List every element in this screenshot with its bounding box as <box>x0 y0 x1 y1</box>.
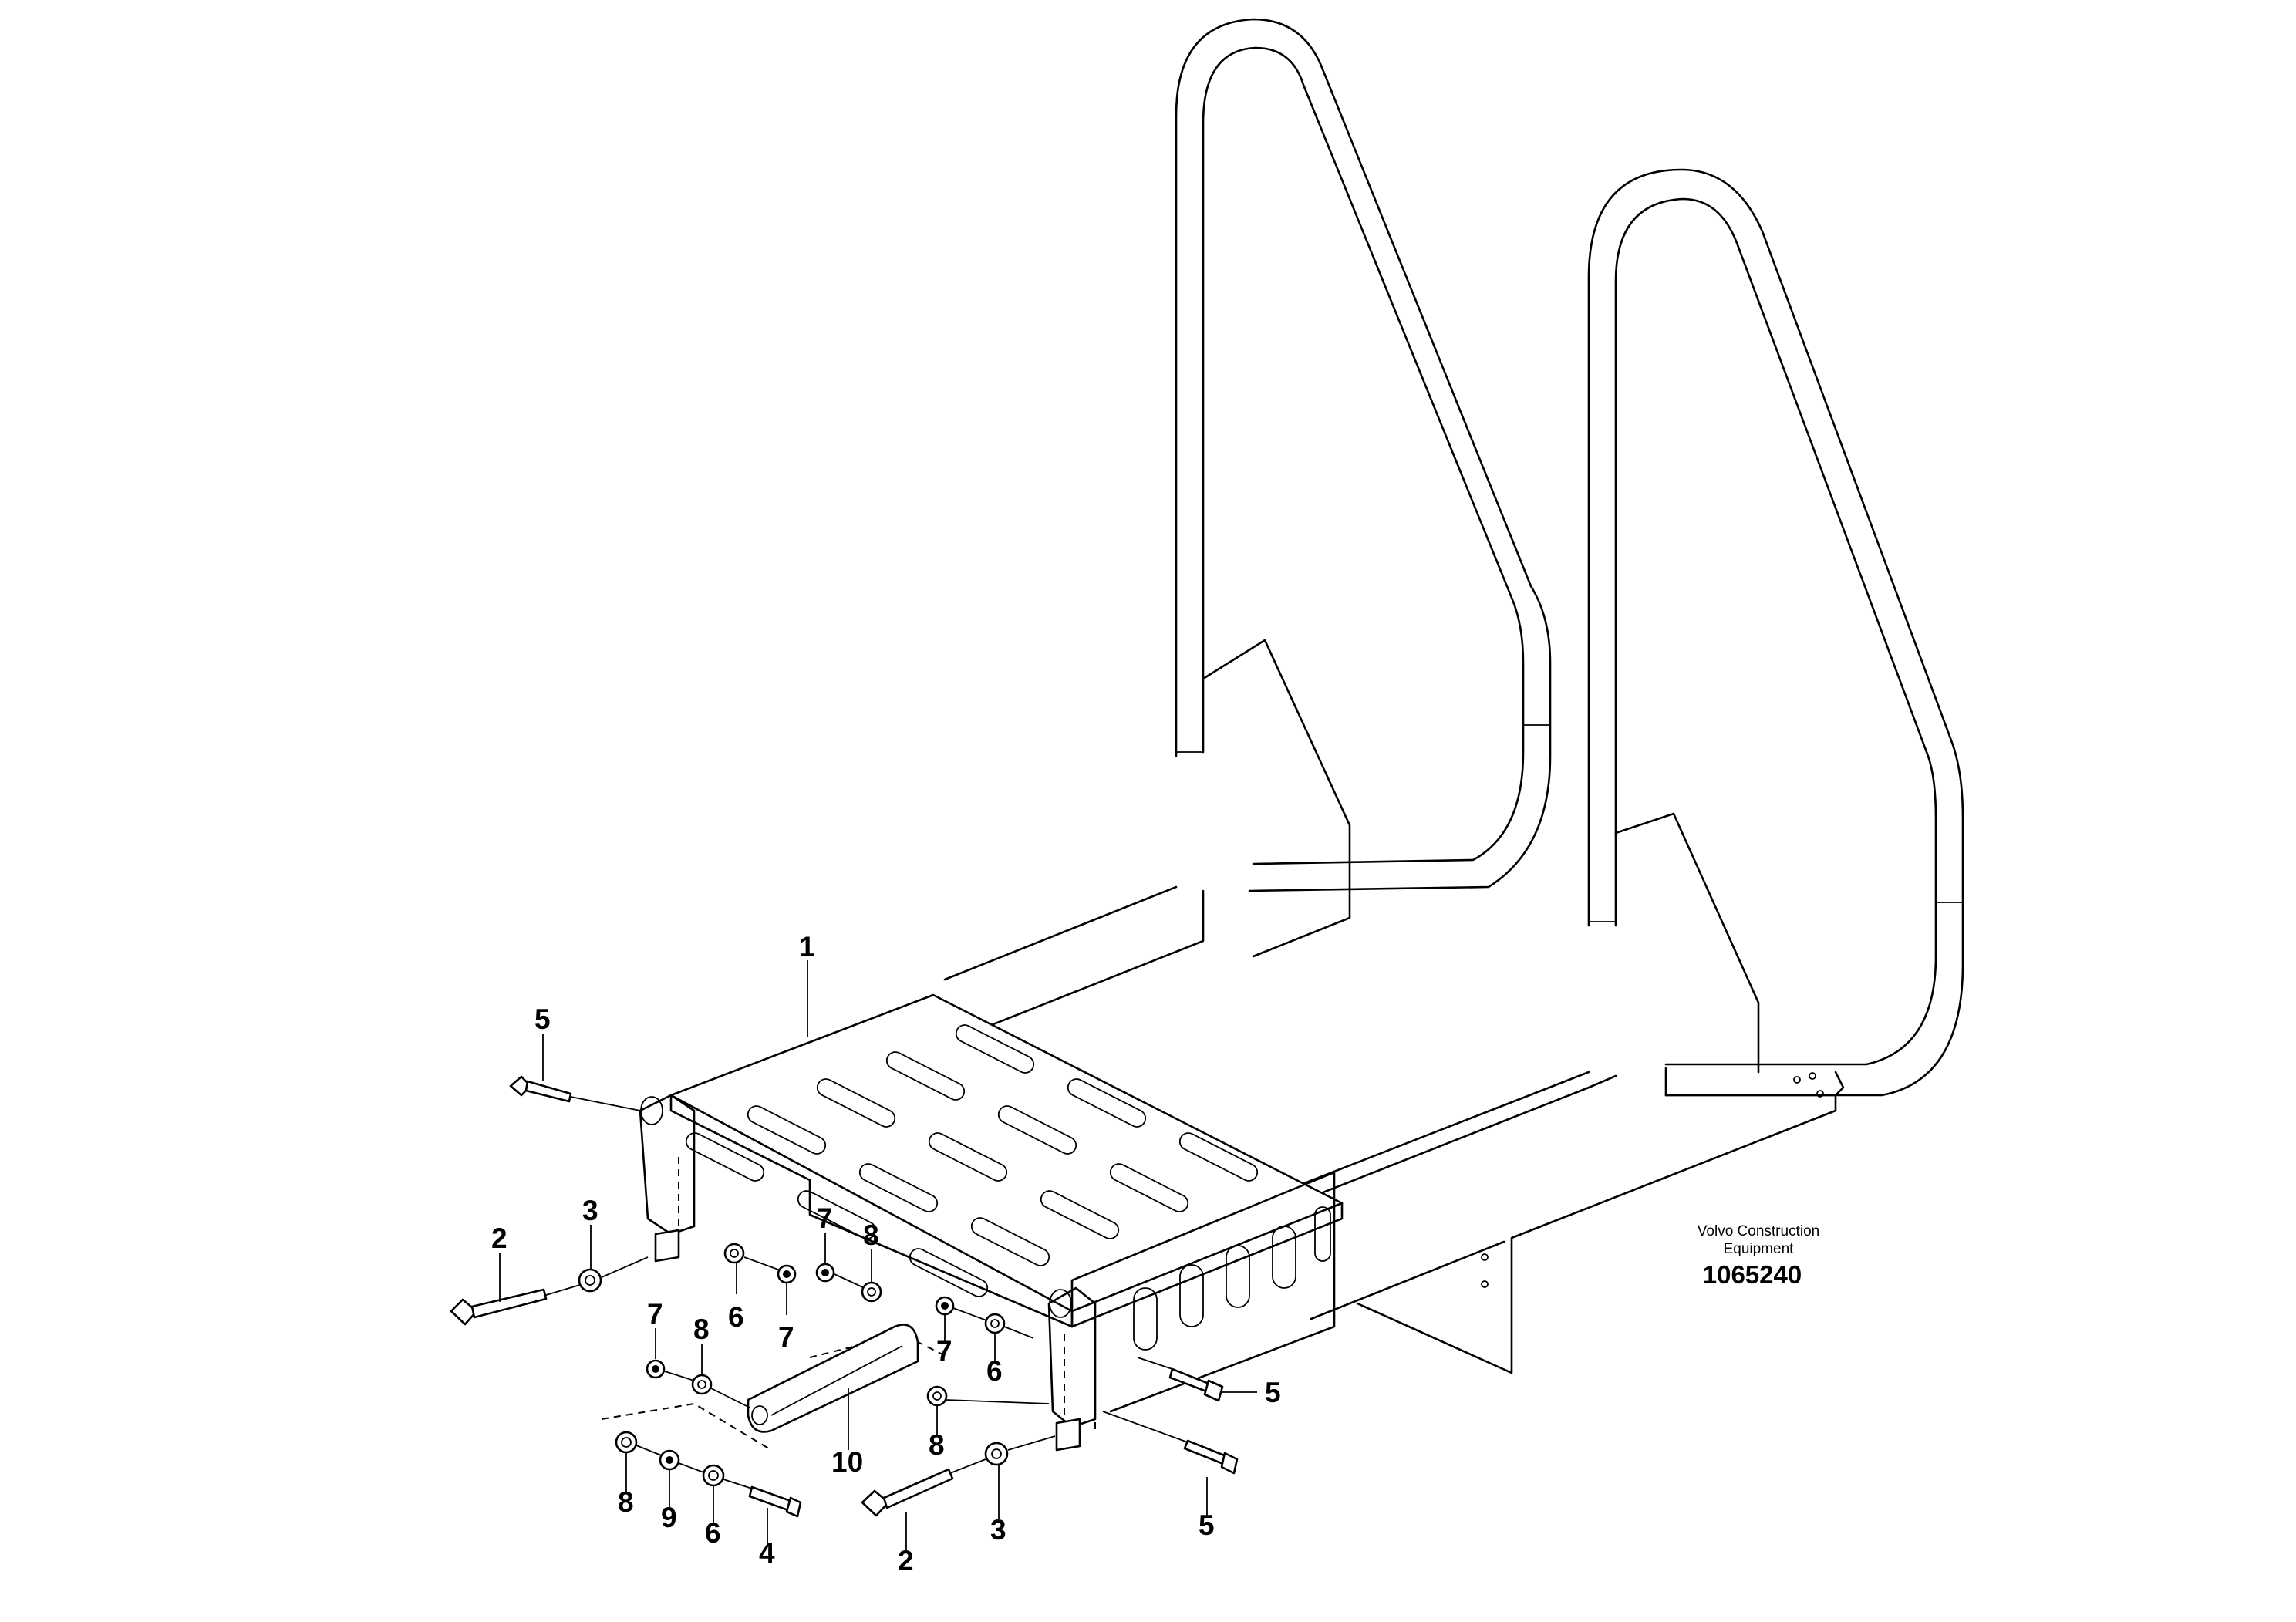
callout-8: 8 <box>693 1313 710 1345</box>
washer-icon <box>723 1243 787 1273</box>
callout-7: 7 <box>817 1202 833 1234</box>
nut-icon <box>935 1296 990 1322</box>
callout-6: 6 <box>728 1301 744 1333</box>
callout-7: 7 <box>647 1298 663 1330</box>
callout-7: 7 <box>936 1335 952 1367</box>
callout-3: 3 <box>990 1514 1006 1546</box>
bolt-icon <box>1137 1357 1224 1402</box>
bolt-icon <box>1102 1411 1239 1475</box>
nut-icon <box>659 1449 706 1474</box>
callout-8: 8 <box>863 1219 879 1251</box>
handrail-rear <box>1587 168 1964 1097</box>
washer-icon <box>691 1374 750 1408</box>
callout-2: 2 <box>898 1545 914 1576</box>
credit-line-2: Equipment <box>1724 1241 1795 1257</box>
callout-8: 8 <box>929 1429 945 1461</box>
handrail-front <box>1175 18 1552 892</box>
bolt-icon <box>450 1283 583 1326</box>
callout-2: 2 <box>491 1222 507 1254</box>
nut-icon <box>777 1264 797 1284</box>
callout-10: 10 <box>831 1446 863 1478</box>
washer-icon <box>615 1431 664 1457</box>
callout-labels: 1 5 3 2 6 7 7 8 7 8 7 6 8 10 8 9 6 4 2 3… <box>491 931 1281 1576</box>
callout-7: 7 <box>778 1321 794 1353</box>
washer-icon <box>702 1464 753 1489</box>
nut-icon <box>984 1435 1056 1466</box>
callout-1: 1 <box>799 931 815 963</box>
callout-5: 5 <box>1199 1509 1215 1541</box>
bolt-icon <box>509 1075 641 1111</box>
callout-6: 6 <box>986 1355 1003 1387</box>
credit-line-1: Volvo Construction <box>1698 1223 1819 1239</box>
washer-icon <box>861 1281 882 1303</box>
step-grating <box>639 993 1344 1452</box>
nut-icon <box>578 1256 649 1293</box>
bolt-icon <box>861 1458 986 1517</box>
fasteners <box>450 1075 1239 1518</box>
callout-3: 3 <box>582 1195 598 1226</box>
bolt-icon <box>748 1485 802 1518</box>
credit-block: Volvo Construction Equipment 1065240 <box>1698 1223 1819 1289</box>
callout-6: 6 <box>705 1517 721 1549</box>
washer-icon <box>926 1385 1050 1407</box>
part-number: 1065240 <box>1703 1260 1802 1289</box>
callout-5: 5 <box>1265 1377 1281 1408</box>
assembly-lines <box>601 1157 1096 1451</box>
support-bracket <box>747 1324 919 1433</box>
nut-icon <box>815 1263 868 1290</box>
callout-4: 4 <box>759 1537 775 1569</box>
grating-slots <box>685 1024 1259 1297</box>
leader-lines <box>499 960 1257 1550</box>
callout-9: 9 <box>661 1502 677 1533</box>
washer-icon <box>984 1313 1034 1339</box>
callout-8: 8 <box>618 1486 634 1518</box>
callout-5: 5 <box>534 1003 551 1035</box>
nut-icon <box>646 1359 695 1381</box>
